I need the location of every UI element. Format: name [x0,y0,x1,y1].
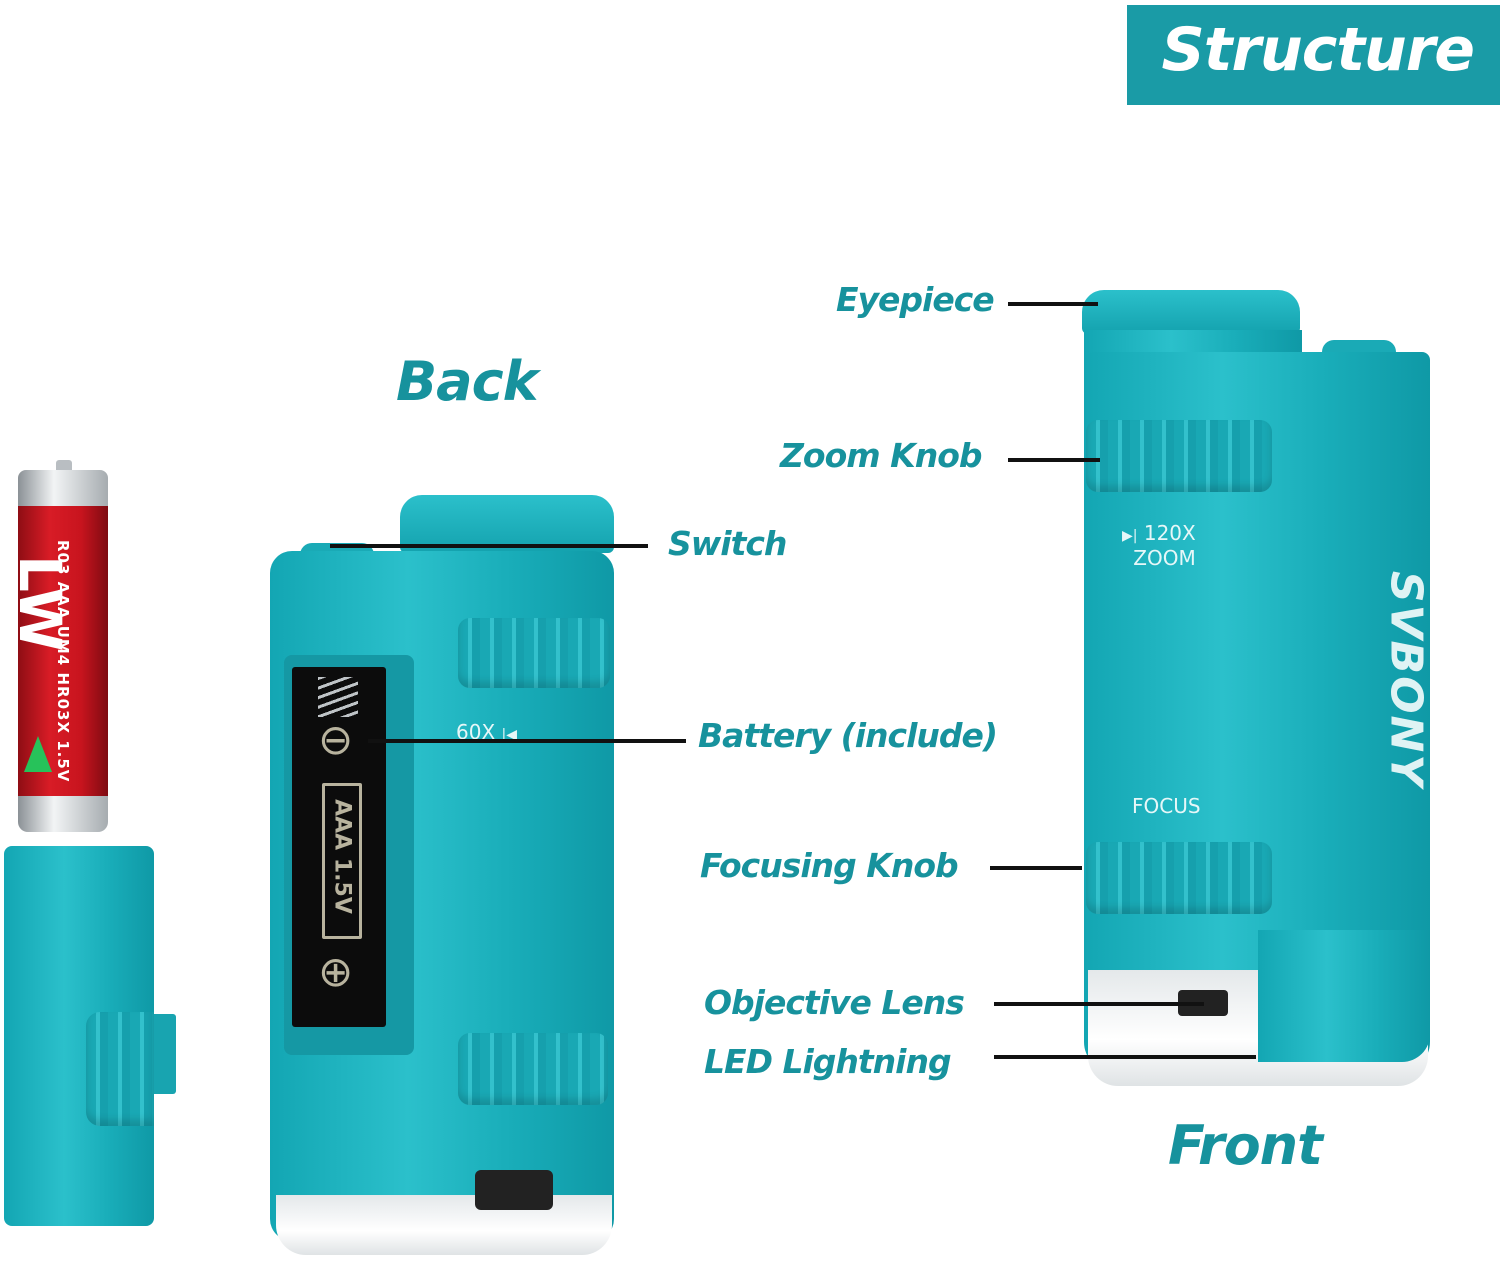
led-lightning-leader-line [994,1055,1256,1059]
brand-logo: SVBONY [1380,570,1432,789]
battery-spec-mark: AAA 1.5V [329,799,355,914]
zoom-mark: ▶| 120X ZOOM [1122,521,1196,570]
page-title: Structure [1161,15,1475,85]
eyepiece-label: Eyepiece [836,280,995,319]
zoom-knob-label: Zoom Knob [780,436,983,475]
eyepiece-leader-line [1008,302,1098,306]
battery-compartment: ⊖ AAA 1.5V ⊕ [284,655,414,1055]
back-zoom-knob [458,618,610,688]
led-lightning-label: LED Lightning [704,1042,952,1081]
battery-brand: LW [6,555,74,652]
minus-icon: ⊖ [318,715,354,764]
battery-outline: AAA 1.5V [322,783,362,939]
cover-grip [86,1012,154,1126]
front-microscope: ▶| 120X ZOOM FOCUS SVBONY [1082,290,1432,1090]
focusing-knob-label: Focusing Knob [700,846,959,885]
battery-top-cap [18,470,108,506]
plus-icon: ⊕ [318,947,354,996]
switch-leader-line [330,544,648,548]
objective-lens-leader-line [994,1002,1204,1006]
spring-contact [318,677,358,717]
back-lens [475,1170,553,1210]
back-focus-knob [458,1033,608,1105]
battery-cover [4,846,176,1226]
front-heading: Front [1168,1114,1323,1177]
focus-mark: FOCUS [1132,794,1201,818]
title-banner: Structure [1127,5,1500,105]
focusing-knob-leader-line [990,866,1082,870]
back-eyepiece-cap [400,495,614,553]
front-zoom-knob [1086,420,1272,492]
switch-label: Switch [668,524,787,563]
back-microscope: 60X |◀ ⊖ AAA 1.5V ⊕ [270,495,615,1255]
battery-terminal [56,460,72,470]
front-focus-knob [1086,842,1272,914]
battery-label-text: Battery (include) [698,716,998,755]
battery-label: R03 AAA UM4 HR03X 1.5V LW [6,506,108,796]
front-eyepiece [1082,290,1300,334]
aaa-battery: R03 AAA UM4 HR03X 1.5V LW [6,460,108,835]
back-lens-housing [276,1195,612,1255]
battery-bottom-cap [18,796,108,832]
cover-latch [154,1014,176,1094]
battery-leader-line [368,739,686,743]
zoom-knob-leader-line [1008,458,1100,462]
back-heading: Back [396,350,539,413]
battery-holder: ⊖ AAA 1.5V ⊕ [292,667,386,1027]
front-lower-body [1258,930,1430,1062]
tree-icon [24,736,52,772]
objective-lens-label: Objective Lens [704,983,965,1022]
